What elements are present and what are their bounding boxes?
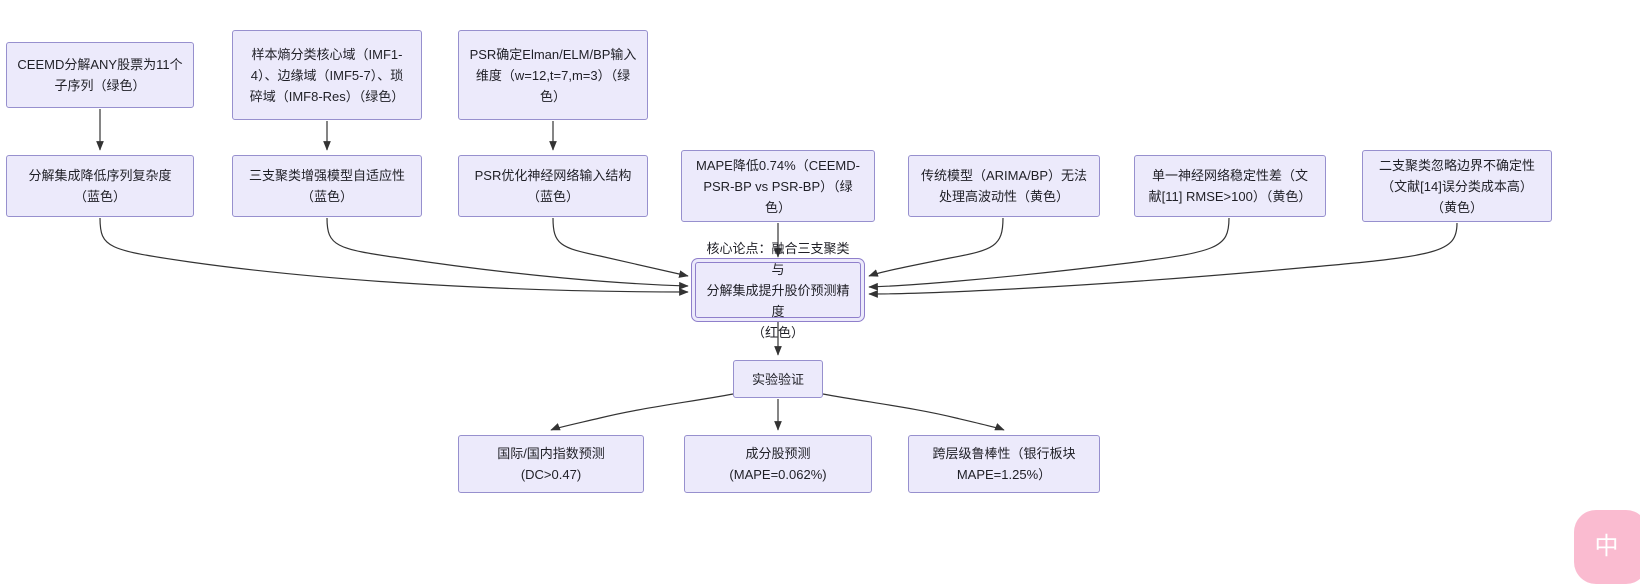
node-label: 样本熵分类核心域（IMF1- 4）、边缘域（IMF5-7）、琐 碎域（IMF8-… [249, 46, 405, 104]
edge-decomp-to-core [99, 217, 689, 296]
node-label: 实验验证 [751, 371, 804, 387]
edge-traditional-to-core [868, 217, 1004, 277]
edge-twoway-to-core [868, 222, 1458, 298]
node-label: 二支聚类忽略边界不确定性 （文献[14]误分类成本高） （黄色） [1378, 157, 1535, 215]
node-label: 核心论点：融合三支聚类与 分解集成提升股价预测精度 （红色） [706, 240, 850, 340]
node-gap-traditional-models[interactable]: 传统模型（ARIMA/BP）无法 处理高波动性（黄色） [908, 155, 1100, 217]
edge-psrclaim-to-core [552, 217, 689, 278]
node-core-claim[interactable]: 核心论点：融合三支聚类与 分解集成提升股价预测精度 （红色） [695, 241, 861, 340]
node-method-ceemd[interactable]: CEEMD分解ANY股票为11个 子序列（绿色） [6, 42, 194, 108]
node-method-psr[interactable]: PSR确定Elman/ELM/BP输入 维度（w=12,t=7,m=3）（绿 色… [458, 30, 648, 120]
watermark-text: 中 [1594, 532, 1620, 560]
node-label: 三支聚类增强模型自适应性 （蓝色） [248, 168, 405, 204]
node-label: 跨层级鲁棒性（银行板块 MAPE=1.25%） [932, 446, 1076, 482]
node-label: 成分股预测 (MAPE=0.062%) [729, 446, 827, 482]
node-label: 分解集成降低序列复杂度 （蓝色） [28, 168, 172, 204]
node-result-cross-level-robustness[interactable]: 跨层级鲁棒性（银行板块 MAPE=1.25%） [908, 435, 1100, 493]
edge-cluster-to-core [326, 217, 689, 290]
node-label: CEEMD分解ANY股票为11个 子序列（绿色） [17, 57, 183, 93]
node-claim-clustering[interactable]: 三支聚类增强模型自适应性 （蓝色） [232, 155, 422, 217]
node-evidence-mape[interactable]: MAPE降低0.74%（CEEMD- PSR-BP vs PSR-BP）（绿 色… [681, 150, 875, 222]
edge-experiment-to-index [550, 393, 734, 431]
node-result-constituent-stock[interactable]: 成分股预测 (MAPE=0.062%) [684, 435, 872, 493]
node-label: 国际/国内指数预测 (DC>0.47) [497, 446, 605, 482]
node-method-entropy[interactable]: 样本熵分类核心域（IMF1- 4）、边缘域（IMF5-7）、琐 碎域（IMF8-… [232, 30, 422, 120]
edge-experiment-to-robust [822, 393, 1005, 431]
node-label: MAPE降低0.74%（CEEMD- PSR-BP vs PSR-BP）（绿 色… [696, 157, 860, 215]
node-label: 单一神经网络稳定性差（文 献[11] RMSE>100）（黄色） [1148, 168, 1312, 204]
edge-singlenn-to-core [868, 217, 1230, 291]
node-result-index-forecast[interactable]: 国际/国内指数预测 (DC>0.47) [458, 435, 644, 493]
node-claim-decomposition[interactable]: 分解集成降低序列复杂度 （蓝色） [6, 155, 194, 217]
node-label: PSR优化神经网络输入结构 （蓝色） [474, 168, 632, 204]
watermark-badge: 中 [1574, 510, 1640, 584]
node-gap-two-way-clustering[interactable]: 二支聚类忽略边界不确定性 （文献[14]误分类成本高） （黄色） [1362, 150, 1552, 222]
node-claim-psr[interactable]: PSR优化神经网络输入结构 （蓝色） [458, 155, 648, 217]
node-experiment-verification[interactable]: 实验验证 [733, 360, 823, 398]
node-gap-single-neural-network[interactable]: 单一神经网络稳定性差（文 献[11] RMSE>100）（黄色） [1134, 155, 1326, 217]
node-label: 传统模型（ARIMA/BP）无法 处理高波动性（黄色） [920, 168, 1088, 204]
node-label: PSR确定Elman/ELM/BP输入 维度（w=12,t=7,m=3）（绿 色… [469, 46, 637, 104]
